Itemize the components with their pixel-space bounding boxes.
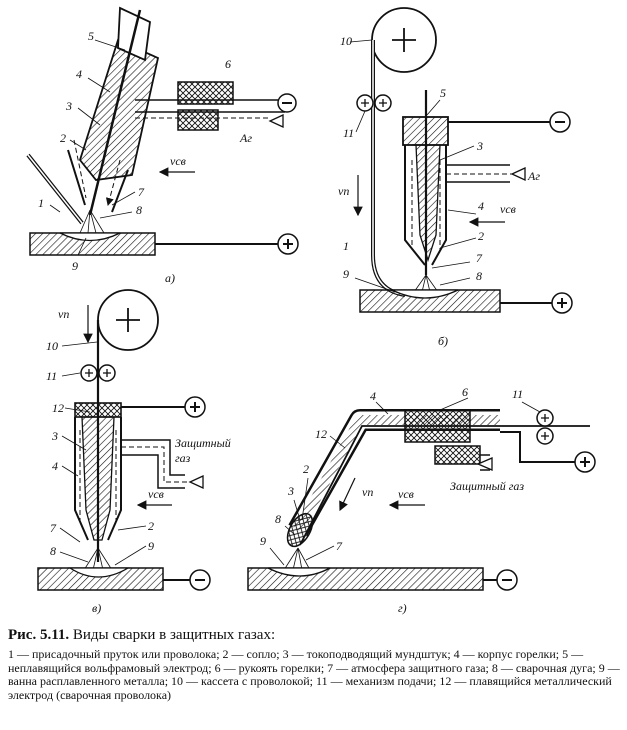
label-g-3: 3 xyxy=(287,484,294,498)
label-b-9: 9 xyxy=(343,267,349,281)
label-v-vcv: vсв xyxy=(148,487,164,501)
label-b-sub: б) xyxy=(438,334,448,348)
figure-title: Виды сварки в защитных газах: xyxy=(72,627,276,643)
diagram-v: vп 10 11 12 3 4 Защитный газ vсв 2 7 8 9… xyxy=(37,289,231,615)
label-v-2: 2 xyxy=(148,519,154,533)
label-b-gas: Аг xyxy=(527,169,540,183)
gas-inlet-arrow-g xyxy=(476,457,493,471)
label-a-7: 7 xyxy=(138,185,145,199)
label-g-vp: vп xyxy=(362,485,373,499)
label-g-gas: Защитный газ xyxy=(450,479,524,493)
label-a-5: 5 xyxy=(88,29,94,43)
weld-pool-b xyxy=(391,289,459,299)
label-v-8: 8 xyxy=(50,544,56,558)
torch-body-v xyxy=(74,402,122,418)
label-g-4: 4 xyxy=(370,389,376,403)
label-v-gas1: Защитный xyxy=(175,436,231,450)
label-a-4: 4 xyxy=(76,67,82,81)
label-a-8: 8 xyxy=(136,203,142,217)
weld-pool-v xyxy=(67,567,131,578)
nozzle-b xyxy=(404,145,447,266)
label-v-11: 11 xyxy=(46,369,57,383)
gas-inlet-arrow-v xyxy=(188,474,204,490)
figure-legend: 1 — присадочный пруток или проволока; 2 … xyxy=(8,647,620,702)
label-b-8: 8 xyxy=(476,269,482,283)
label-a-3: 3 xyxy=(65,99,72,113)
label-b-1: 1 xyxy=(343,239,349,253)
label-v-12: 12 xyxy=(52,401,64,415)
gas-flow-a xyxy=(73,139,121,205)
label-g-vcv: vсв xyxy=(398,487,414,501)
arc-b xyxy=(413,274,439,293)
label-g-6: 6 xyxy=(462,385,468,399)
label-g-7: 7 xyxy=(336,539,343,553)
tungsten-electrode-a xyxy=(88,9,142,216)
label-a-gas: Аг xyxy=(239,131,252,145)
label-a-6: 6 xyxy=(225,57,231,71)
weld-pool-g xyxy=(267,567,331,577)
label-g-11: 11 xyxy=(512,387,523,401)
label-v-7: 7 xyxy=(50,521,57,535)
nozzle-v xyxy=(74,417,122,541)
label-b-10: 10 xyxy=(340,34,352,48)
label-v-3: 3 xyxy=(51,429,58,443)
gas-flow-b xyxy=(411,160,441,250)
label-v-sub: в) xyxy=(92,601,101,615)
weld-pool-a xyxy=(59,232,121,242)
label-b-3: 3 xyxy=(476,139,483,153)
label-v-4: 4 xyxy=(52,459,58,473)
arc-g xyxy=(283,547,311,571)
gas-inlet-arrow-b xyxy=(510,166,526,182)
label-g-sub: г) xyxy=(398,601,407,615)
label-b-7: 7 xyxy=(476,251,483,265)
gas-inlet-arrow-a xyxy=(268,113,284,129)
handle-g xyxy=(404,409,471,443)
arc-v xyxy=(83,547,113,571)
label-b-11: 11 xyxy=(343,126,354,140)
label-v-gas2: газ xyxy=(175,451,191,465)
label-b-5: 5 xyxy=(440,86,446,100)
label-b-vcv: vсв xyxy=(500,202,516,216)
label-a-vcv: vсв xyxy=(170,154,186,168)
label-b-2: 2 xyxy=(478,229,484,243)
label-a-2: 2 xyxy=(60,131,66,145)
torch-body-a xyxy=(78,38,160,181)
label-a-sub: а) xyxy=(165,271,175,285)
label-b-vp: vп xyxy=(338,184,349,198)
label-g-9: 9 xyxy=(260,534,266,548)
label-v-9: 9 xyxy=(148,539,154,553)
figure-number: Рис. 5.11. xyxy=(8,627,70,643)
arc-a xyxy=(79,209,105,234)
contact-tube-v xyxy=(81,416,115,541)
label-g-8: 8 xyxy=(275,512,281,526)
figure-caption-title: Рис. 5.11. Виды сварки в защитных газах: xyxy=(8,627,620,644)
label-v-vp: vп xyxy=(58,307,69,321)
diagram-b: 10 11 5 3 Аг vп 4 vсв 2 1 7 9 8 б) xyxy=(338,7,573,348)
label-a-1: 1 xyxy=(38,196,44,210)
label-b-4: 4 xyxy=(478,199,484,213)
diagram-g: 4 6 11 12 Защитный газ vсв vп 2 3 8 9 7 … xyxy=(247,385,596,615)
diagram-a: 5 4 3 2 1 7 8 9 6 Аг vсв а) xyxy=(26,6,299,285)
wire-g xyxy=(299,425,590,546)
label-a-9: 9 xyxy=(72,259,78,273)
label-v-10: 10 xyxy=(46,339,58,353)
welding-diagrams-figure: 5 4 3 2 1 7 8 9 6 Аг vсв а) xyxy=(26,6,596,615)
nozzle-g xyxy=(286,512,314,548)
label-g-2: 2 xyxy=(303,462,309,476)
handle-a xyxy=(177,81,234,105)
filler-wire-b xyxy=(371,40,406,297)
gas-flow-v xyxy=(79,430,117,520)
label-g-12: 12 xyxy=(315,427,327,441)
